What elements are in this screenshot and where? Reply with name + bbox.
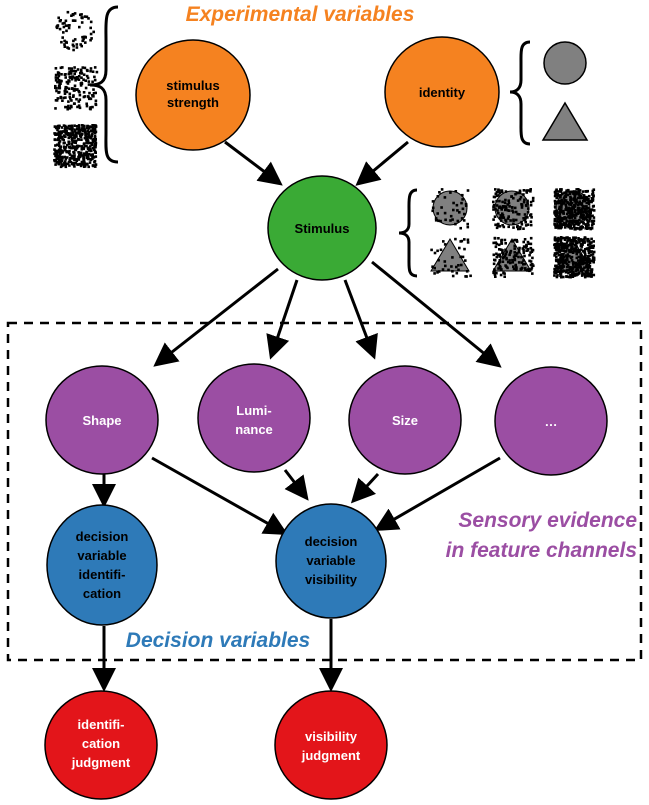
sparse-dots-icon [55,10,95,52]
svg-text:variable: variable [77,548,126,563]
arrows [92,140,502,692]
node-shape: Shape [45,365,159,475]
sensory-evidence-label: Sensory evidence [458,509,637,532]
svg-text:identifi-: identifi- [79,567,126,582]
svg-text:Shape: Shape [82,413,121,428]
arrow-stimulus-more [371,260,502,368]
arrow-stimulus-shape [153,267,279,367]
triangle-noise-icon [492,236,535,278]
node-dv-visibility: decision variable visibility [275,503,387,619]
experimental-variables-label: Experimental variables [186,3,415,26]
svg-text:nance: nance [235,422,273,437]
node-size: Size [348,365,462,475]
svg-text:identifi-: identifi- [78,717,125,732]
medium-dots-icon [54,66,99,111]
circle-noise-icon [431,188,470,230]
triangle-noise-icon [430,237,472,278]
svg-text:visibility: visibility [305,572,358,587]
svg-text:decision: decision [76,529,129,544]
svg-text:Stimulus: Stimulus [295,221,350,236]
node-identity: identity [384,36,500,148]
arrow-luminance-dvvis [283,469,309,501]
arrow-shape-dvvis [151,456,289,535]
node-identification-judgment: identifi- cation judgment [44,690,158,800]
circle-icon [543,41,587,85]
strength-level-icons [53,10,99,169]
brace-identity [509,40,531,146]
svg-text:judgment: judgment [71,755,131,770]
feature-channels-box [6,321,643,662]
node-more: … [494,366,608,476]
svg-text:…: … [545,414,558,429]
node-dv-identification: decision variable identifi- cation [46,504,158,626]
svg-text:variable: variable [306,553,355,568]
node-stimulus-strength: stimulus strength [135,39,251,151]
arrow-stimulus-size [343,279,378,360]
stimulus-example-icons [430,188,596,279]
triangle-icon [541,101,589,141]
svg-text:strength: strength [167,95,219,110]
arrow-stimulus-luminance [266,279,299,360]
node-luminance: Lumi- nance [197,363,311,473]
svg-text:Lumi-: Lumi- [236,403,271,418]
decision-variables-label: Decision variables [126,629,310,652]
node-stimulus: Stimulus [267,175,377,281]
svg-text:decision: decision [305,534,358,549]
svg-text:identity: identity [419,85,466,100]
svg-text:visibility: visibility [305,729,358,744]
svg-text:cation: cation [83,586,121,601]
dense-dots-icon [53,124,98,169]
arrow-more-dvvis [373,456,501,532]
arrow-strength-stimulus [224,140,283,186]
svg-text:stimulus: stimulus [166,78,219,93]
svg-text:Size: Size [392,413,418,428]
circle-noise-icon [492,188,535,231]
arrow-size-dvvis [350,472,380,504]
feature-channels-label: in feature channels [446,539,637,562]
circle-noise-icon [553,188,596,231]
svg-text:judgment: judgment [301,748,361,763]
svg-text:cation: cation [82,736,120,751]
node-visibility-judgment: visibility judgment [274,690,388,800]
brace-stimulus [398,188,418,278]
triangle-noise-icon [553,236,596,279]
arrow-identity-stimulus [355,140,409,186]
